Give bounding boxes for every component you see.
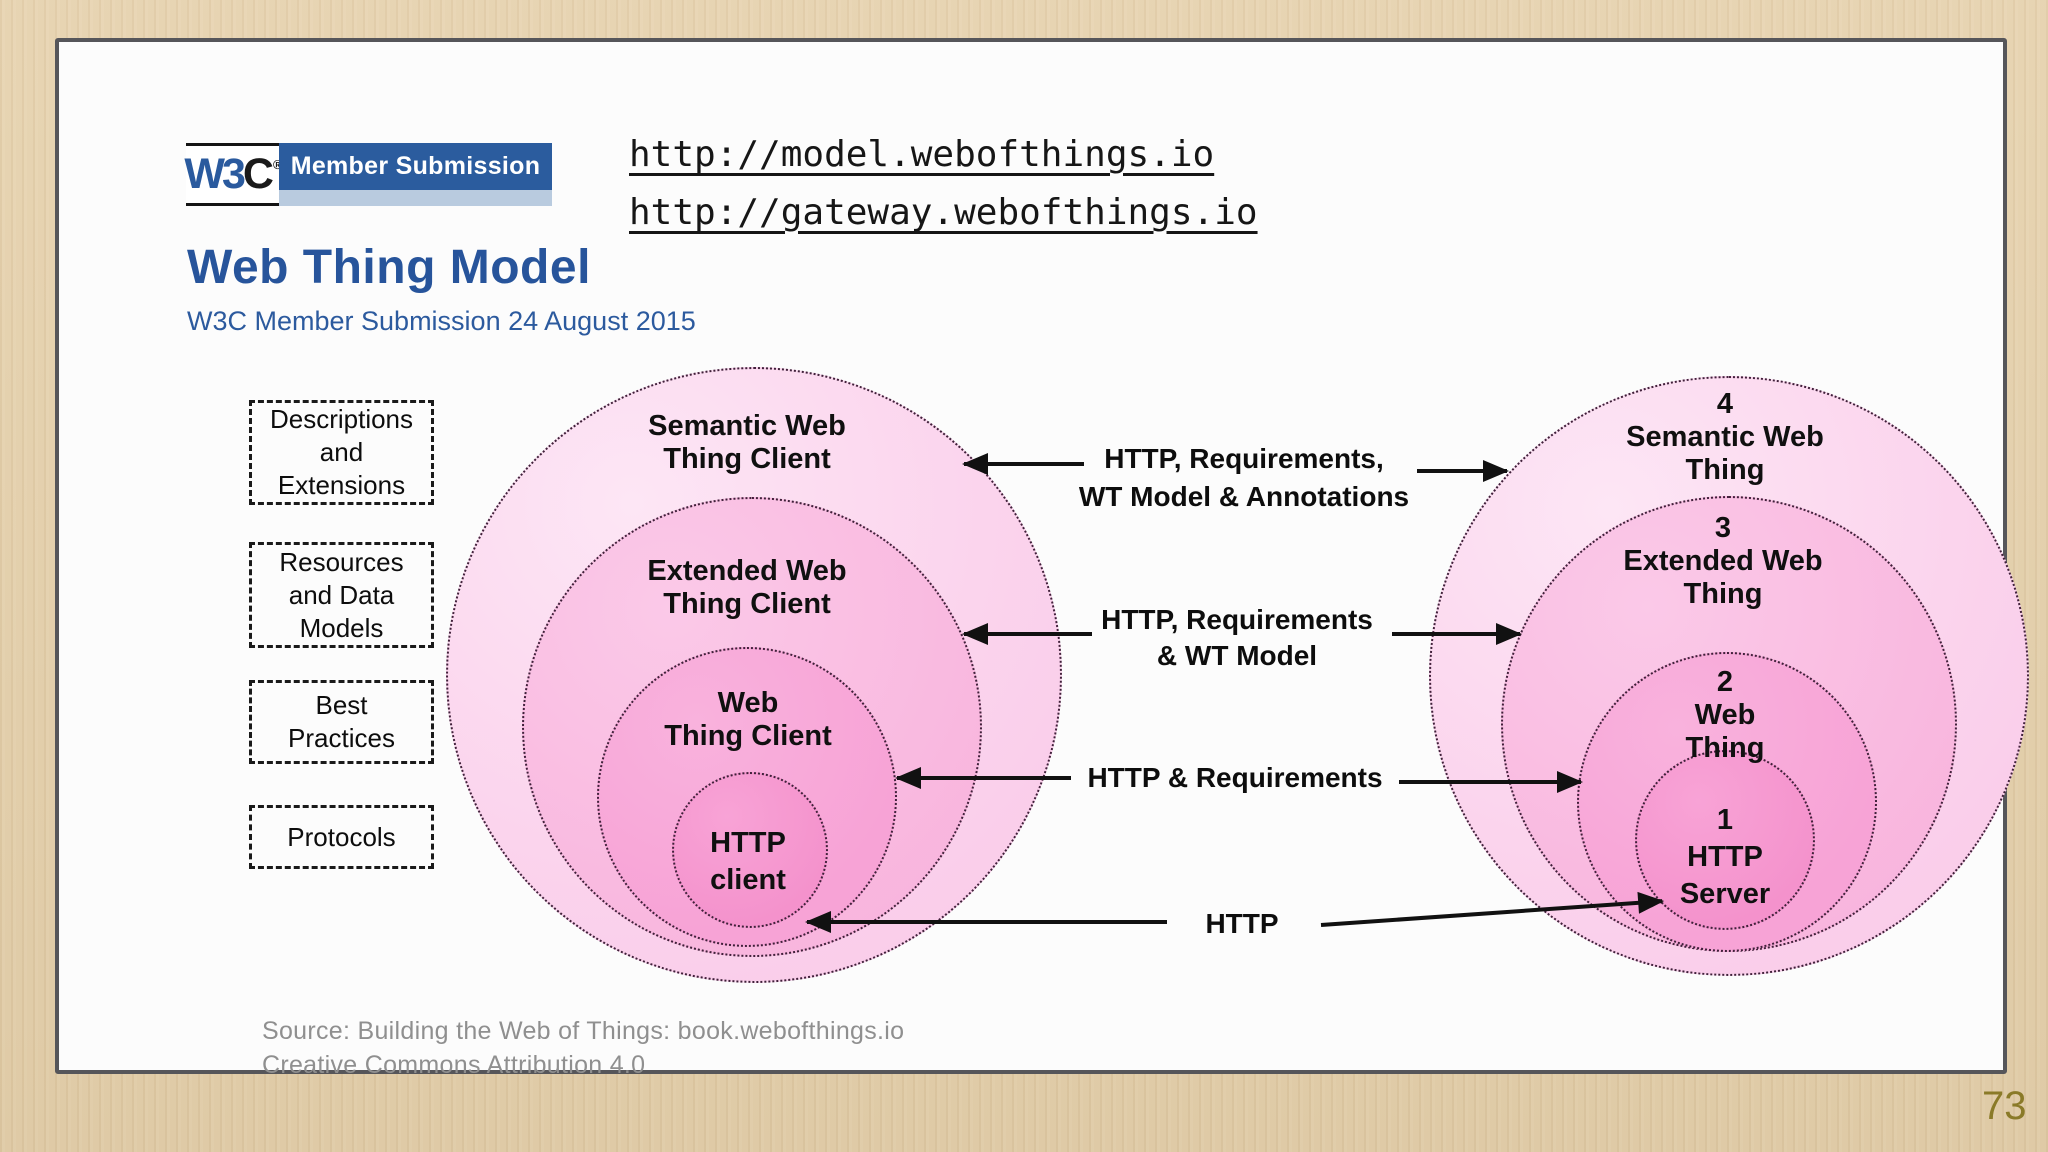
label-line: Server (1679, 878, 1771, 910)
arrow-label-http-requirements-wt-model-annotations: HTTP, Requirements, WT Model & Annotatio… (1079, 440, 1409, 516)
label-line: Extended Web (1623, 545, 1823, 577)
page-subtitle: W3C Member Submission 24 August 2015 (187, 306, 696, 336)
label-line: client (710, 864, 786, 896)
label-line: HTTP, Requirements, (1104, 443, 1384, 474)
label-line: WT Model & Annotations (1078, 481, 1410, 512)
label-2-web-thing: 2 Web Thing (1686, 666, 1765, 765)
legend-box-protocols: Protocols (249, 805, 434, 869)
banner-light-strip (279, 190, 552, 206)
page-number: 73 (1982, 1084, 2027, 1128)
slide: W3C® Member Submission http://model.webo… (55, 38, 2029, 1079)
label-line: HTTP & Requirements (1087, 762, 1383, 793)
ring-number: 4 (1716, 388, 1734, 420)
arrow-row1-right (1417, 460, 1509, 482)
gateway-url-link[interactable]: http://gateway.webofthings.io (629, 192, 1258, 233)
arrow-row2-left (962, 623, 1092, 645)
arrow-row3-right (1399, 771, 1583, 793)
label-line: HTTP (1687, 841, 1763, 873)
arrow-row2-right (1392, 623, 1522, 645)
ring-number: 2 (1716, 666, 1734, 698)
arrow-label-http: HTTP (1205, 908, 1278, 940)
legend-box-descriptions-and-extensions: Descriptions and Extensions (249, 400, 434, 505)
arrow-label-http-and-requirements: HTTP & Requirements (1087, 762, 1382, 794)
arrowhead-left-icon (805, 911, 831, 933)
label-line: Extended Web (647, 555, 847, 587)
legend-line: Protocols (287, 821, 396, 852)
label-line: Web (717, 687, 779, 719)
registered-trademark-symbol: ® (272, 156, 283, 172)
legend-line: Best (315, 690, 368, 720)
model-url-link[interactable]: http://model.webofthings.io (629, 134, 1215, 175)
legend-line: and Data (288, 579, 395, 610)
page-title: Web Thing Model (187, 241, 591, 294)
label-line: Thing (1685, 732, 1765, 764)
w3c-logo-c: C (242, 150, 274, 198)
label-1-http-server: 1 HTTP Server (1680, 802, 1770, 913)
label-line: Thing Client (663, 443, 831, 475)
server-ring-http-server (1635, 750, 1815, 930)
label-line: HTTP, Requirements (1101, 604, 1373, 635)
label-line: Thing (1683, 578, 1763, 610)
arrowhead-left-icon (895, 767, 921, 789)
legend-box-resources-and-data-models: Resources and Data Models (249, 542, 434, 648)
ring-number: 3 (1714, 512, 1732, 544)
w3c-logo: W3C® (184, 143, 283, 206)
ring-number: 1 (1716, 804, 1734, 836)
label-http-client: HTTP client (710, 825, 786, 899)
arrow-row1-left (962, 453, 1084, 475)
arrowhead-right-icon (1496, 623, 1522, 645)
label-web-thing-client: Web Thing Client (664, 687, 832, 753)
arrowhead-right-icon (1483, 460, 1509, 482)
source-attribution: Source: Building the Web of Things: book… (262, 1014, 904, 1082)
legend-box-best-practices: Best Practices (249, 680, 434, 764)
legend-line: and (319, 437, 364, 467)
label-line: Thing Client (663, 588, 831, 620)
w3c-logo-text: W3C® (184, 150, 283, 199)
label-line: & WT Model (1156, 640, 1318, 671)
member-submission-banner: Member Submission (279, 143, 552, 190)
arrow-row4-left (805, 911, 1167, 933)
label-4-semantic-web-thing: 4 Semantic Web Thing (1626, 388, 1824, 487)
arrowhead-right-icon (1637, 890, 1665, 914)
label-line: Semantic Web (1626, 421, 1824, 453)
label-line: HTTP (1205, 908, 1279, 939)
legend-line: Resources (279, 546, 404, 577)
legend-line: Models (299, 612, 384, 643)
arrowhead-left-icon (962, 623, 988, 645)
w3c-logo-w3: W3 (184, 150, 245, 198)
source-line: Creative Commons Attribution 4.0 (262, 1051, 646, 1079)
label-line: Thing Client (664, 720, 832, 752)
label-extended-web-thing-client: Extended Web Thing Client (647, 555, 846, 621)
arrow-label-http-requirements-wt-model: HTTP, Requirements & WT Model (1101, 602, 1373, 674)
legend-line: Extensions (277, 470, 406, 500)
label-line: Web (1694, 699, 1756, 731)
arrowhead-left-icon (962, 453, 988, 475)
legend-line: Descriptions (269, 404, 414, 434)
legend-line: Practices (288, 723, 395, 753)
client-ring-http-client (672, 772, 828, 928)
source-line: Source: Building the Web of Things: book… (262, 1017, 905, 1045)
label-line: Thing (1685, 454, 1765, 486)
label-3-extended-web-thing: 3 Extended Web Thing (1623, 512, 1822, 611)
arrow-row3-left (895, 767, 1071, 789)
arrowhead-right-icon (1557, 771, 1583, 793)
label-semantic-web-thing-client: Semantic Web Thing Client (648, 410, 846, 476)
label-line: Semantic Web (648, 410, 846, 442)
label-line: HTTP (710, 827, 786, 859)
